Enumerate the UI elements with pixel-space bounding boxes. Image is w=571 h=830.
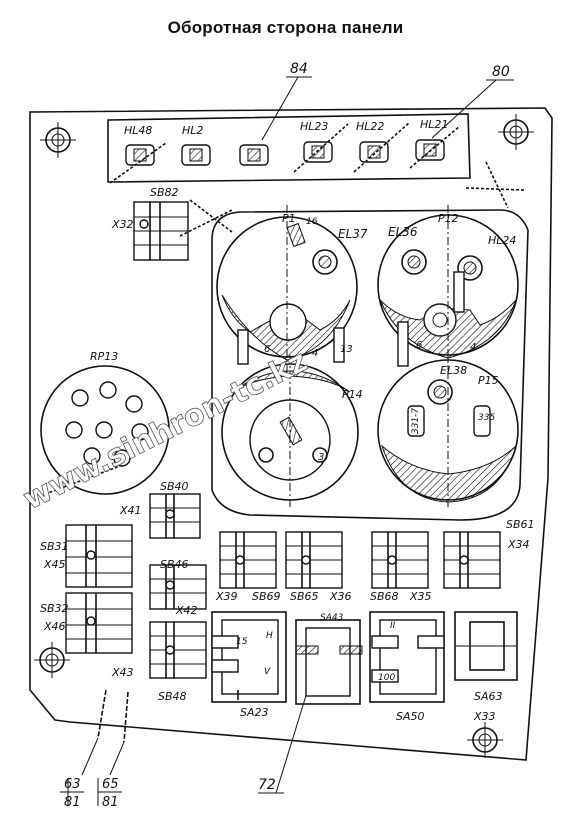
label-sb82: SB82 (150, 186, 179, 199)
lamp-label-hl2: HL2 (182, 124, 203, 137)
label-x36: X36 (329, 590, 352, 603)
terminal-4a: 4 (312, 348, 318, 359)
lamp-label-hl48: HL48 (124, 124, 152, 137)
leader-label-84: 84 (290, 61, 308, 77)
terminal-16: 16 (306, 217, 318, 227)
label-sb40: SB40 (160, 480, 189, 493)
label-el37: EL37 (338, 227, 368, 241)
terminal-100: 100 (378, 673, 395, 683)
label-x35: X35 (409, 590, 432, 603)
terminal-15: 15 (236, 637, 248, 647)
label-sb48: SB48 (158, 690, 187, 703)
mounting-hole-tr (498, 114, 534, 150)
label-x41: X41 (119, 504, 142, 517)
label-el36: EL36 (388, 225, 418, 239)
switch-sb82 (133, 199, 233, 261)
lamp-label-hl22: HL22 (356, 120, 384, 133)
label-x33: X33 (473, 710, 496, 723)
terminal-331-7: 331-7 (411, 408, 421, 434)
terminal-H: H (266, 631, 273, 641)
connector-rp13 (39, 365, 170, 497)
label-p1: P1 (282, 212, 296, 225)
label-sb32: SB32 (40, 602, 69, 615)
label-sa43: SA43 (320, 613, 344, 623)
lamp-holders (109, 121, 525, 209)
label-sb31: SB31 (40, 540, 69, 553)
terminal-3: 3 (318, 452, 324, 463)
lamp-strip (107, 113, 471, 183)
fraction-1-num: 63 (64, 777, 81, 792)
label-p15: P15 (478, 374, 499, 387)
label-p12: P12 (438, 212, 459, 225)
terminal-13: 13 (340, 344, 353, 355)
label-sb65: SB65 (290, 590, 319, 603)
fraction-2-den: 81 (102, 795, 119, 810)
fraction-1-den: 81 (64, 795, 81, 810)
label-el38: EL38 (440, 364, 467, 377)
label-x43: X43 (111, 666, 134, 679)
label-sa63: SA63 (474, 690, 503, 703)
label-sa23: SA23 (240, 706, 269, 719)
leader-label-72: 72 (258, 777, 276, 793)
page-title: Оборотная сторона панели (167, 18, 404, 37)
label-x39: X39 (215, 590, 238, 603)
fraction-2-num: 65 (102, 777, 119, 792)
label-sb68: SB68 (370, 590, 399, 603)
mounting-hole-bl (34, 642, 70, 678)
label-sb69: SB69 (252, 590, 281, 603)
lamp-label-hl21: HL21 (420, 118, 448, 131)
terminal-6a: 6 (264, 344, 270, 355)
label-p14: P14 (342, 388, 363, 401)
mounting-hole-tl (40, 122, 76, 158)
terminal-4b: 4 (470, 342, 476, 353)
terminal-335: 335 (478, 413, 495, 423)
label-x45: X45 (43, 558, 66, 571)
label-sa50: SA50 (396, 710, 425, 723)
labels: 84 80 72 63 81 65 81 HL48 HL2 HL23 HL22 … (40, 61, 535, 810)
lamp-label-hl24: HL24 (488, 234, 516, 247)
label-x46: X46 (43, 620, 66, 633)
rotary-switches (211, 611, 518, 705)
wire-bundle-x43 (97, 689, 129, 743)
switch-blocks (65, 493, 501, 679)
terminal-II: II (390, 621, 396, 631)
lamp-label-hl23: HL23 (300, 120, 328, 133)
mounting-hole-br (467, 722, 503, 758)
center-lines (286, 205, 449, 508)
panel-outline (29, 107, 553, 761)
leader-label-80: 80 (492, 64, 510, 80)
label-sb61: SB61 (506, 518, 535, 531)
label-rp13: RP13 (90, 350, 118, 363)
label-x42: X42 (175, 604, 198, 617)
terminal-V: V (264, 667, 271, 677)
label-x32: X32 (111, 218, 134, 231)
terminal-6b: 6 (416, 340, 422, 351)
label-sb46: SB46 (160, 558, 189, 571)
label-x34: X34 (507, 538, 530, 551)
